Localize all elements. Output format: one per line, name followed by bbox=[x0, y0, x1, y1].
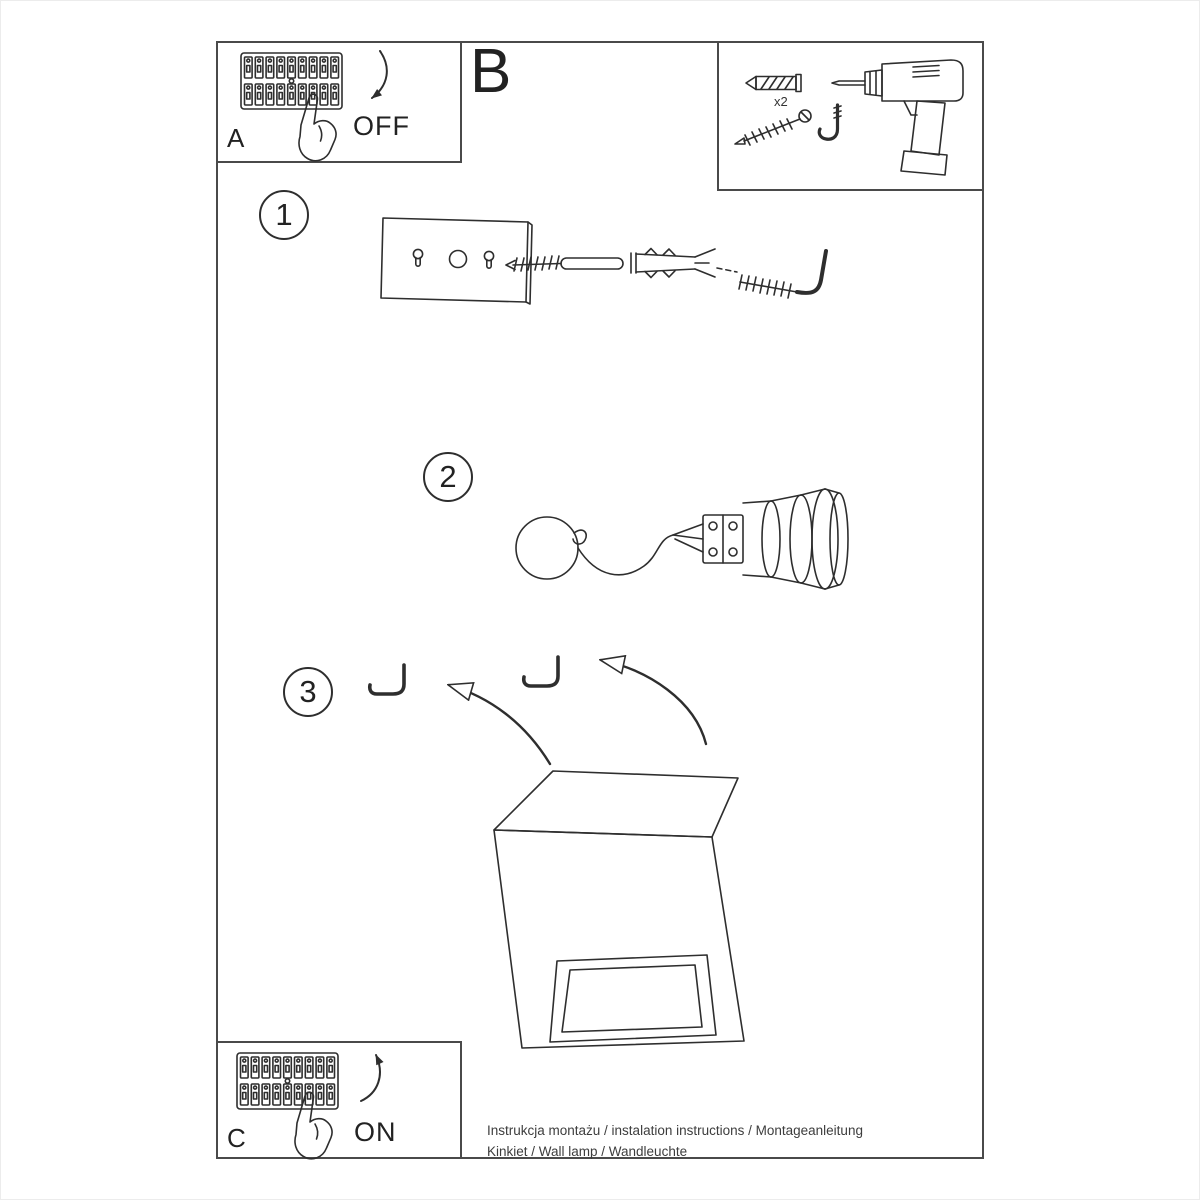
anchor-quantity-label: x2 bbox=[774, 94, 788, 109]
section-c-label: C bbox=[227, 1123, 246, 1153]
tools-box bbox=[717, 41, 984, 191]
drill-icon bbox=[831, 59, 964, 176]
on-arrow-icon bbox=[360, 1054, 384, 1102]
wiring-socket-diagram bbox=[515, 488, 849, 590]
screw-icon bbox=[734, 109, 812, 146]
step-1-badge: 1 bbox=[259, 190, 309, 240]
step-3-badge: 3 bbox=[283, 667, 333, 717]
step-2-number: 2 bbox=[439, 459, 457, 494]
breaker-panel-a-icon bbox=[241, 53, 342, 109]
screw-anchor-hook-diagram bbox=[505, 247, 828, 299]
step-1-number: 1 bbox=[275, 197, 293, 232]
cup-hook-icon bbox=[817, 103, 842, 141]
section-c-box bbox=[216, 1041, 462, 1159]
power-off-label: OFF bbox=[353, 111, 410, 141]
mounting-plate-diagram bbox=[380, 217, 533, 305]
section-b-label: B bbox=[470, 37, 512, 106]
wall-plug-icon bbox=[745, 73, 802, 93]
breaker-panel-c-icon bbox=[237, 1053, 338, 1109]
mounting-hooks-icons bbox=[367, 655, 560, 696]
footer-line-1: Instrukcja montażu / instalation instruc… bbox=[487, 1123, 863, 1138]
section-a-box bbox=[216, 41, 462, 163]
section-a-label: A bbox=[227, 123, 245, 153]
install-arrows bbox=[449, 660, 708, 766]
step-3-number: 3 bbox=[299, 674, 317, 709]
cube-lamp-body bbox=[493, 770, 745, 1049]
step-2-badge: 2 bbox=[423, 452, 473, 502]
sheet-frame bbox=[216, 41, 984, 1159]
off-arrow-icon bbox=[371, 50, 388, 99]
power-on-label: ON bbox=[354, 1117, 397, 1147]
footer-line-2: Kinkiet / Wall lamp / Wandleuchte bbox=[487, 1144, 688, 1159]
